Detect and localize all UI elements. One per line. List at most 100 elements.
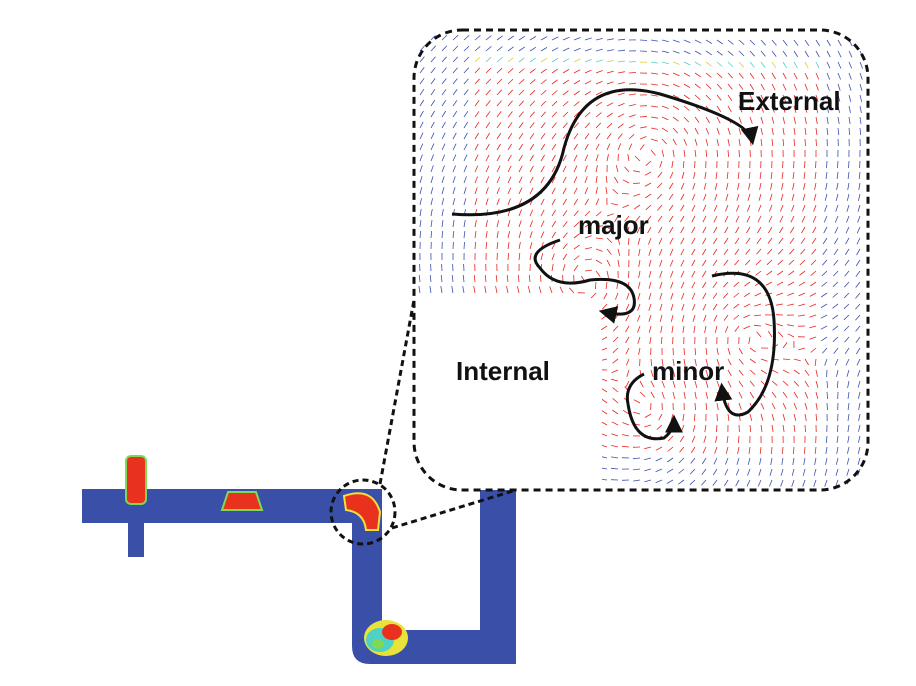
velocity-vector xyxy=(803,182,806,190)
velocity-vector xyxy=(621,445,630,448)
velocity-vector xyxy=(813,193,817,201)
velocity-vector xyxy=(648,292,652,300)
velocity-vector xyxy=(518,111,524,118)
velocity-vector xyxy=(771,380,778,386)
velocity-vector xyxy=(745,248,751,255)
velocity-vector xyxy=(738,358,744,365)
velocity-vector xyxy=(743,314,751,319)
velocity-vector xyxy=(756,237,762,244)
velocity-vector xyxy=(705,72,712,78)
velocity-vector xyxy=(584,154,589,162)
velocity-vector xyxy=(793,50,799,58)
velocity-vector xyxy=(767,330,773,338)
velocity-vector xyxy=(833,270,839,277)
velocity-vector xyxy=(680,248,685,256)
velocity-vector xyxy=(844,347,850,355)
callout-line-upper xyxy=(378,299,416,485)
velocity-vector xyxy=(757,479,762,487)
velocity-vector xyxy=(507,122,513,129)
velocity-vector xyxy=(725,446,729,454)
velocity-vector xyxy=(507,57,514,63)
velocity-vector xyxy=(551,176,556,184)
velocity-vector xyxy=(672,83,680,88)
velocity-vector xyxy=(836,380,839,389)
velocity-vector xyxy=(650,391,655,399)
velocity-vector xyxy=(474,143,479,151)
velocity-vector xyxy=(637,325,641,333)
velocity-vector xyxy=(666,468,674,474)
velocity-vector xyxy=(680,281,685,289)
velocity-vector xyxy=(749,72,755,79)
velocity-vector xyxy=(746,479,751,487)
velocity-vector xyxy=(757,215,762,223)
velocity-vector xyxy=(650,369,654,377)
velocity-vector xyxy=(856,237,861,245)
velocity-vector xyxy=(496,46,503,52)
velocity-vector xyxy=(605,281,608,289)
velocity-vector xyxy=(804,94,808,102)
velocity-vector xyxy=(441,209,444,217)
velocity-vector xyxy=(507,231,510,239)
velocity-vector xyxy=(681,171,685,179)
velocity-vector xyxy=(661,138,668,145)
velocity-vector xyxy=(738,94,743,102)
velocity-vector xyxy=(540,90,547,96)
zoom-panel-border xyxy=(412,28,870,492)
velocity-vector xyxy=(704,424,707,432)
velocity-vector xyxy=(714,446,718,454)
velocity-vector xyxy=(804,424,806,433)
velocity-vector xyxy=(716,39,723,45)
velocity-vector xyxy=(681,303,685,311)
velocity-vector xyxy=(689,468,696,475)
velocity-vector xyxy=(716,83,722,90)
velocity-vector xyxy=(845,226,850,234)
velocity-vector xyxy=(787,303,795,306)
velocity-vector xyxy=(430,78,436,85)
velocity-vector xyxy=(612,398,619,404)
velocity-vector xyxy=(782,402,787,410)
velocity-vector xyxy=(562,210,568,217)
velocity-vector xyxy=(632,457,641,460)
velocity-vector xyxy=(804,72,809,80)
velocity-vector xyxy=(760,413,764,421)
velocity-vector xyxy=(792,171,795,179)
velocity-vector xyxy=(802,193,806,201)
velocity-vector xyxy=(540,274,542,283)
velocity-vector xyxy=(452,56,459,63)
velocity-vector xyxy=(625,358,630,366)
velocity-vector xyxy=(846,457,850,465)
velocity-vector xyxy=(798,347,806,351)
velocity-vector xyxy=(659,292,663,300)
velocity-vector xyxy=(810,259,817,266)
velocity-vector xyxy=(668,215,674,223)
velocity-vector xyxy=(813,468,817,476)
velocity-vector xyxy=(551,58,559,63)
velocity-vector xyxy=(669,171,674,179)
velocity-vector xyxy=(595,237,603,240)
velocity-vector xyxy=(518,187,523,195)
velocity-vector xyxy=(848,127,851,136)
velocity-vector xyxy=(655,446,663,451)
velocity-vector xyxy=(749,105,754,113)
velocity-vector xyxy=(659,160,663,168)
velocity-vector xyxy=(800,237,806,244)
velocity-vector xyxy=(760,402,765,410)
velocity-vector xyxy=(463,45,470,52)
velocity-vector xyxy=(507,143,512,151)
velocity-vector xyxy=(507,132,513,140)
velocity-vector xyxy=(551,253,555,261)
velocity-vector xyxy=(749,424,752,433)
velocity-vector xyxy=(768,215,773,223)
velocity-vector xyxy=(584,176,588,184)
velocity-vector xyxy=(746,215,751,223)
velocity-vector xyxy=(803,171,806,179)
velocity-vector xyxy=(463,56,470,63)
velocity-vector xyxy=(843,292,850,299)
velocity-vector xyxy=(793,72,798,80)
velocity-vector xyxy=(562,36,570,41)
velocity-vector xyxy=(668,193,674,201)
velocity-vector xyxy=(804,402,808,410)
velocity-vector xyxy=(595,187,598,195)
velocity-vector xyxy=(765,281,773,286)
velocity-vector xyxy=(617,143,622,151)
